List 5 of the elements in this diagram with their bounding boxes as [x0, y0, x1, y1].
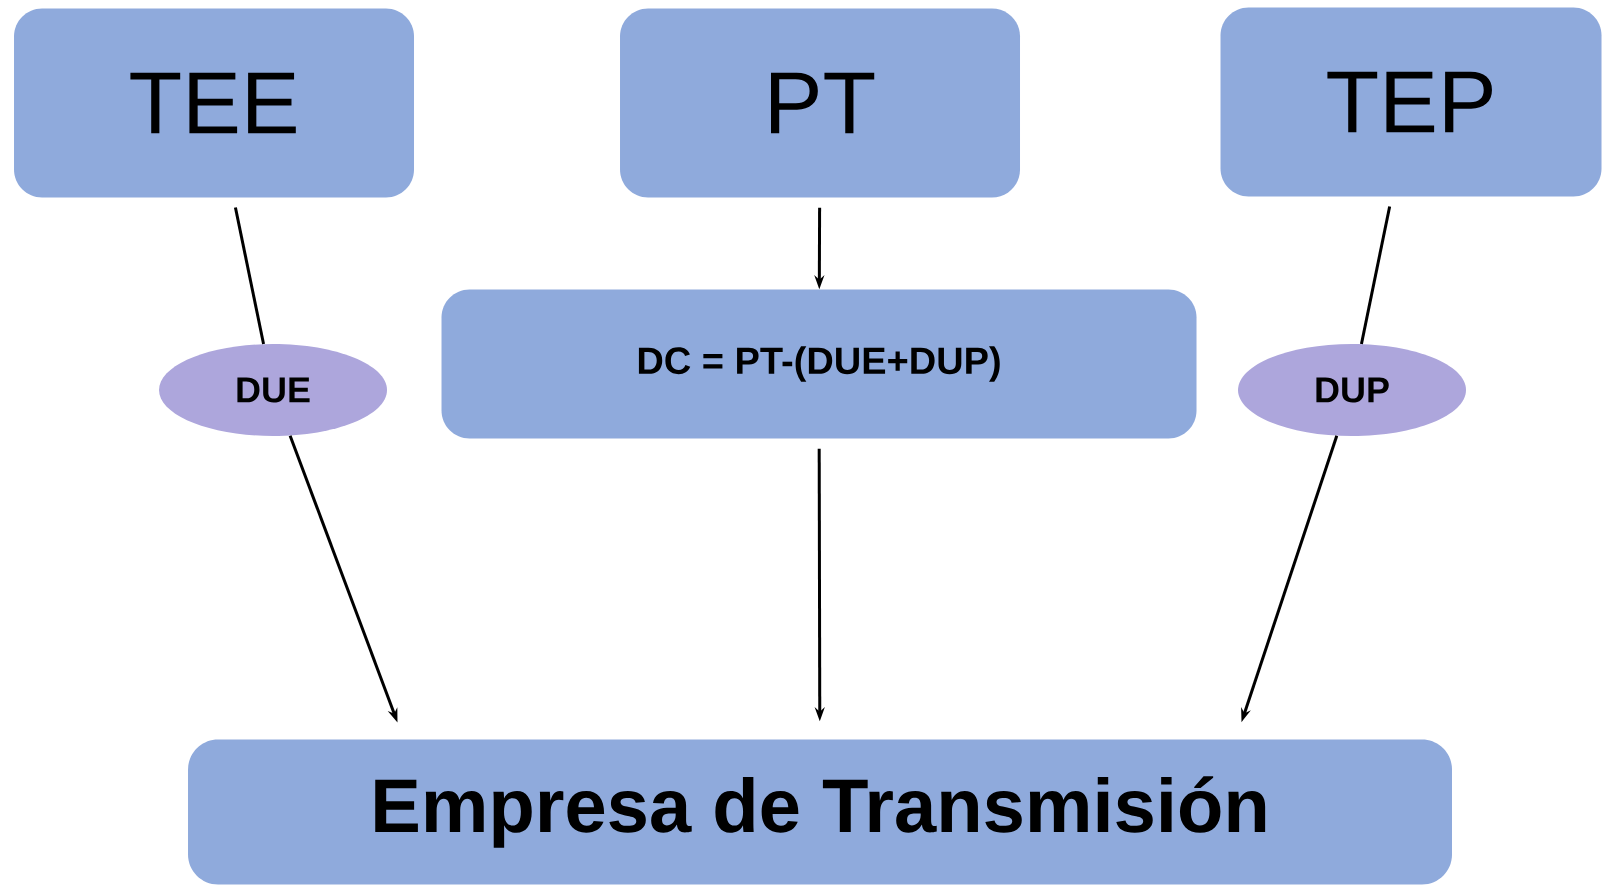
process-box: TEP [1220, 7, 1602, 197]
process-box: TEE [14, 8, 414, 198]
target-box: Empresa de Transmisión [188, 739, 1452, 885]
process-box: DC = PT-(DUE+DUP) [441, 289, 1197, 439]
process-box: PT [620, 8, 1020, 198]
